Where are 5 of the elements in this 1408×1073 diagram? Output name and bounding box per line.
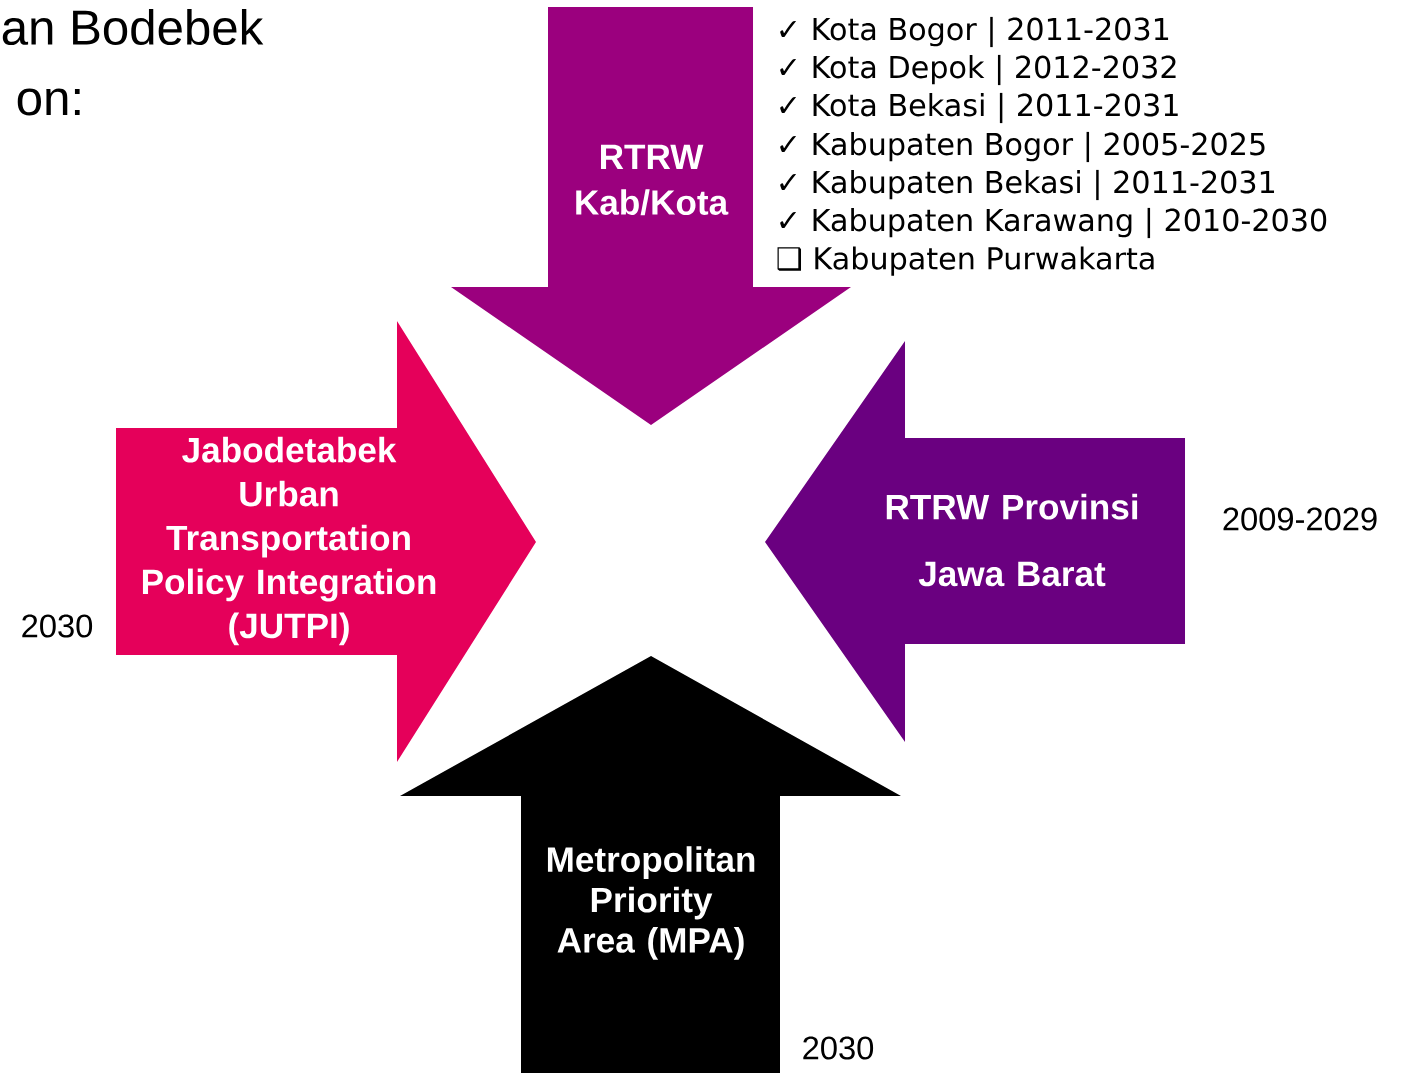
year-label: 2009-2029 xyxy=(1223,507,1377,531)
year-label: 2030 xyxy=(22,614,93,638)
title-text: an Bodebek xyxy=(2,8,264,46)
year-label: 2030 xyxy=(803,1036,874,1060)
title-text: on: xyxy=(17,88,80,116)
